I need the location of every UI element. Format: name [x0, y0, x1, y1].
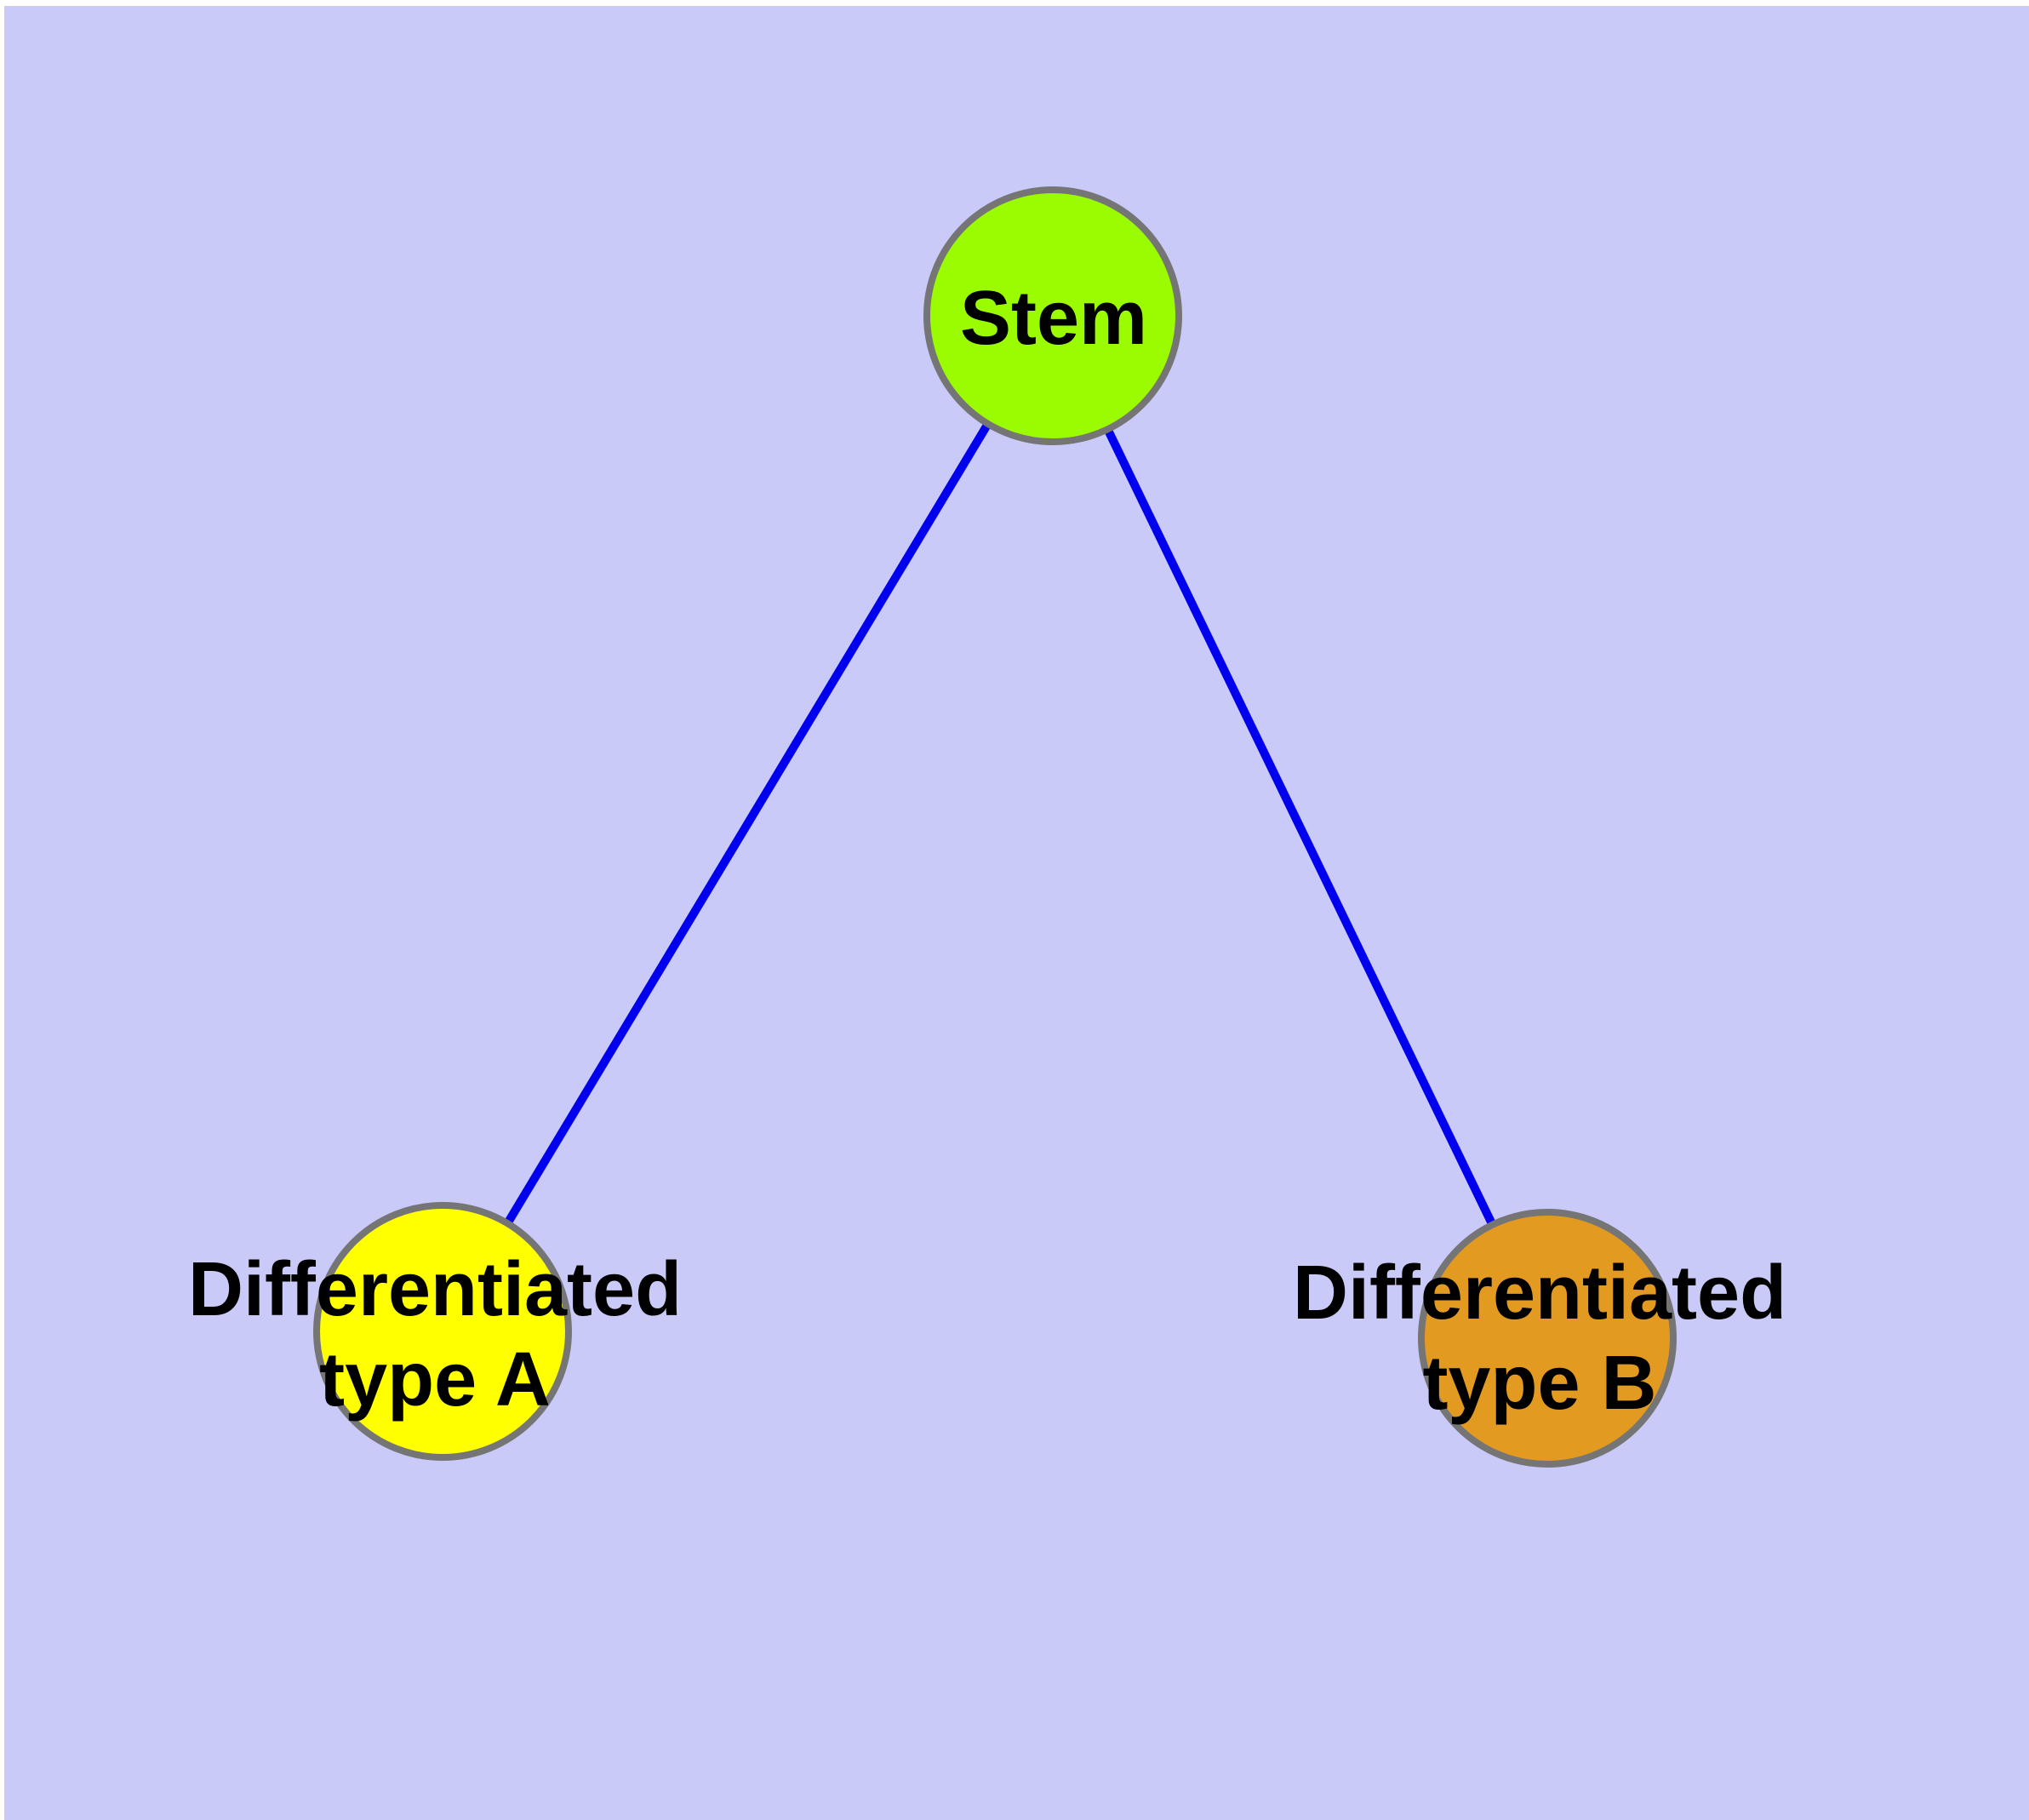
node-stem-label: Stem	[959, 276, 1148, 361]
edge-stem-to-type-b	[1049, 313, 1552, 1341]
node-type-b-label: Differentiated type B	[1292, 1251, 1787, 1426]
node-type-a-circle	[313, 1202, 572, 1461]
node-stem-circle	[923, 186, 1182, 445]
edge-stem-to-type-a	[438, 313, 1057, 1334]
node-type-a-label: Differentiated type A	[187, 1247, 683, 1422]
node-type-b-circle	[1418, 1209, 1677, 1468]
